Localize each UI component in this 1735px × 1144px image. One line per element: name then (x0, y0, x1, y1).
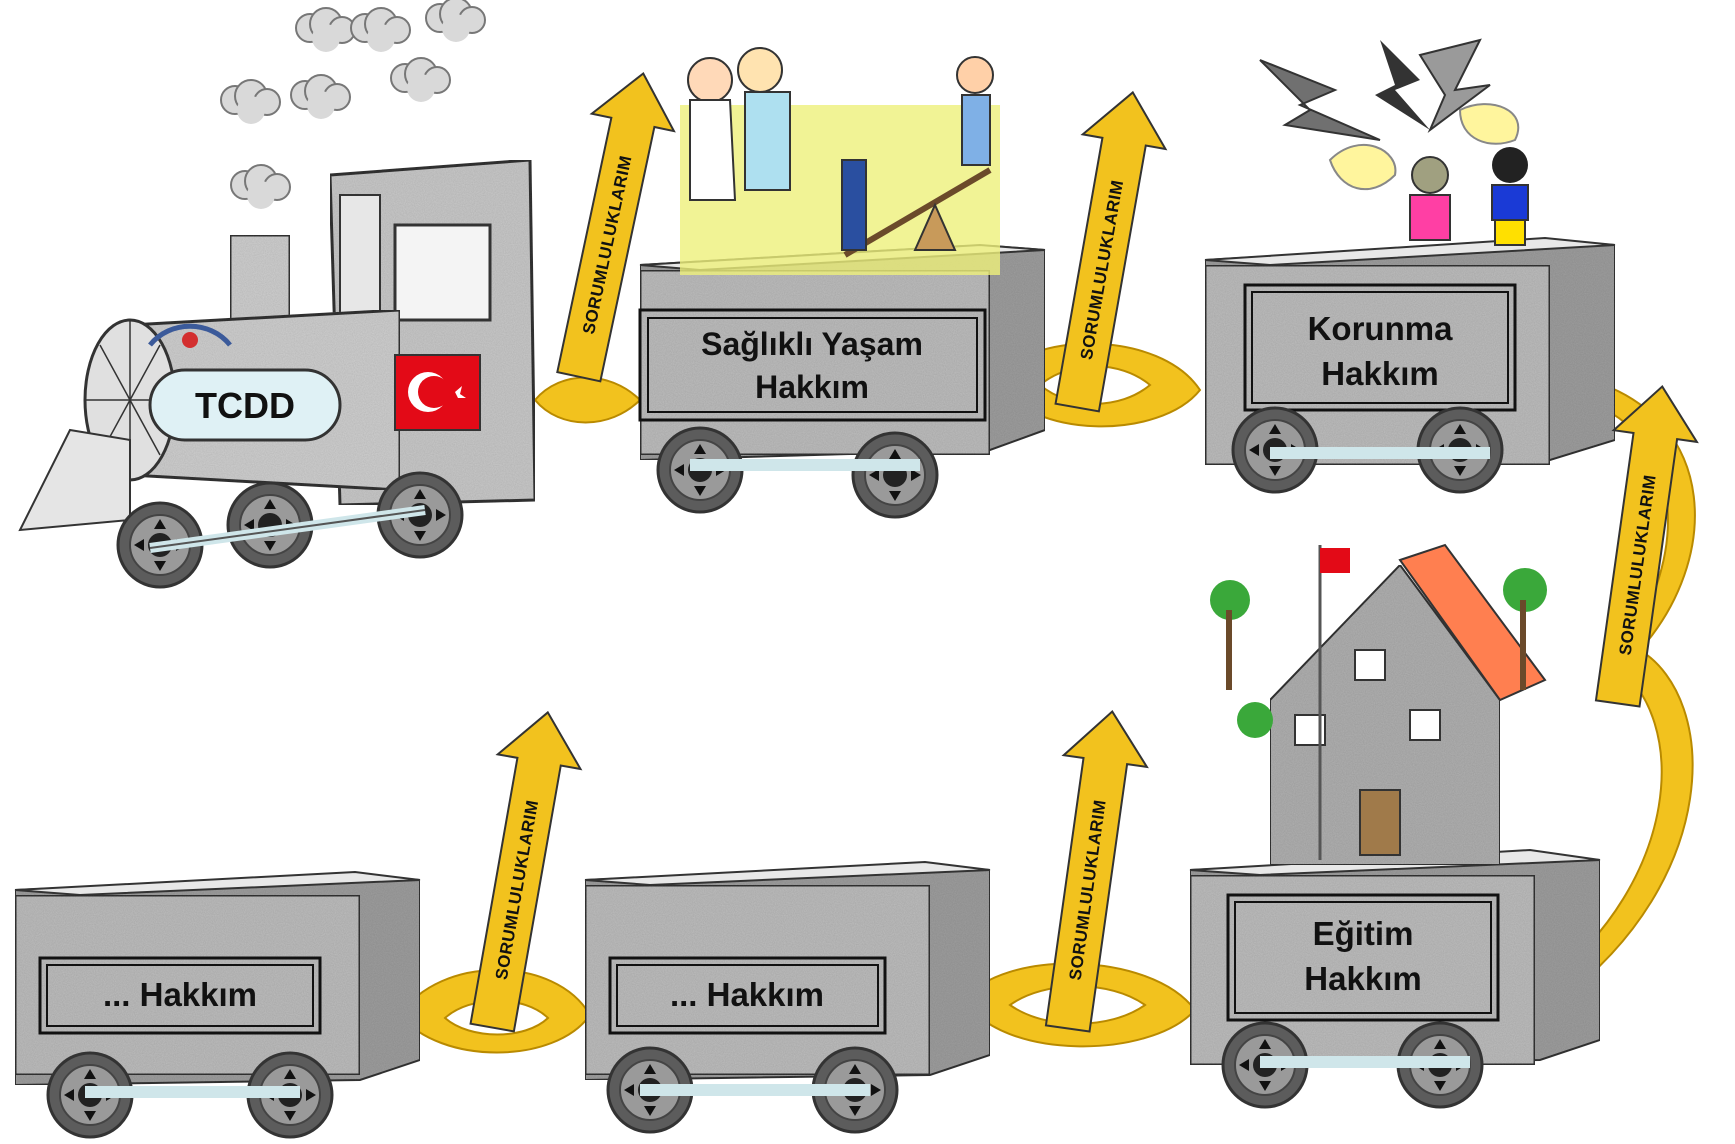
children-playing-illustration (680, 48, 1000, 275)
wagon-blank-left: ... Hakkım (15, 872, 420, 1137)
protection-illustration (1260, 40, 1528, 245)
wagon-label-line1: ... Hakkım (670, 976, 824, 1013)
wagon-label-line1: ... Hakkım (103, 976, 257, 1013)
locomotive: TCDD (20, 160, 535, 587)
wagon-label-line1: Sağlıklı Yaşam (701, 326, 923, 362)
ribbon-connector-1 (535, 378, 640, 423)
tcdd-label: TCDD (195, 385, 295, 426)
wagon-label-line2: Hakkım (1304, 960, 1421, 997)
wagon-egitim: Eğitim Hakkım (1190, 545, 1600, 1107)
turkish-flag (395, 355, 480, 430)
wagon-label-line2: Hakkım (755, 369, 869, 405)
wagon-blank-middle: ... Hakkım (585, 862, 990, 1132)
wagon-label-line1: Korunma (1308, 310, 1453, 347)
wagon-label-line2: Hakkım (1321, 355, 1438, 392)
wagon-label-line1: Eğitim (1313, 915, 1414, 952)
wagon-saglikli-yasam: Sağlıklı Yaşam Hakkım (640, 48, 1045, 517)
wagon-korunma: Korunma Hakkım (1205, 40, 1615, 492)
school-illustration (1210, 545, 1547, 865)
